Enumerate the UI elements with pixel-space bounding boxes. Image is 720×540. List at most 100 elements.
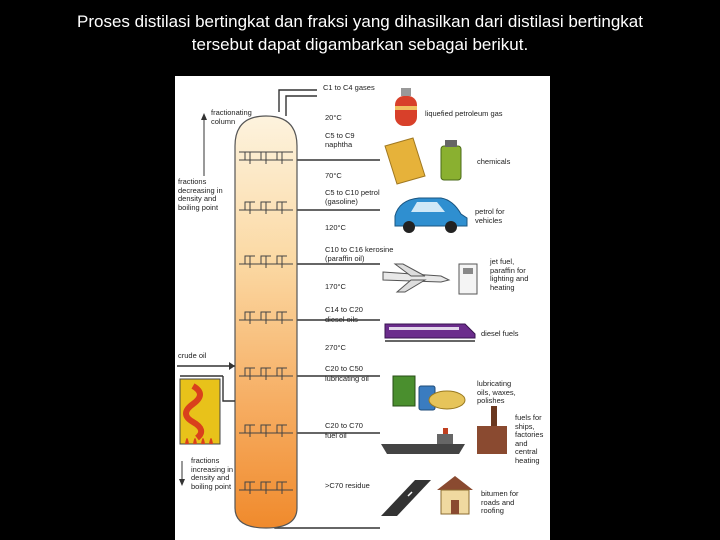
chemical-bag-icon xyxy=(384,137,462,185)
bubble-cap xyxy=(276,311,287,324)
decreasing-label-line: density and xyxy=(178,194,217,203)
bubble-cap xyxy=(276,424,287,437)
column-label: fractionating column xyxy=(211,108,252,126)
flame-icon xyxy=(185,438,213,444)
fraction-carbons: C20 to C70 xyxy=(325,421,363,430)
car-icon xyxy=(394,197,468,233)
fraction-carbons: C20 to C50 xyxy=(325,364,363,373)
product-label-line: ships, xyxy=(515,421,535,431)
product-label-line: paraffin for xyxy=(490,265,526,275)
fraction-carbons: C5 to C9 xyxy=(325,131,355,140)
bubble-cap xyxy=(260,424,271,437)
product-label-line: roads and xyxy=(481,497,515,507)
product-label-line: roofing xyxy=(481,506,504,515)
bubble-cap xyxy=(276,367,287,380)
bubble-cap xyxy=(244,311,255,324)
down-arrow-icon xyxy=(179,461,185,486)
product-label-line: heating xyxy=(515,455,540,465)
product-label: diesel fuels xyxy=(481,329,519,338)
product-label: chemicals xyxy=(477,157,511,166)
fraction-name: diesel oils xyxy=(325,315,358,324)
product-label-line: petrol for xyxy=(475,207,505,216)
product-label-line: jet fuel, xyxy=(490,257,515,266)
gas-cylinder-icon xyxy=(395,88,417,126)
decreasing-label-line: fractions xyxy=(178,177,207,186)
heading-line-1: Proses distilasi bertingkat dan fraksi y… xyxy=(76,12,643,31)
product-label-line: lighting and xyxy=(490,274,529,283)
bubble-cap xyxy=(276,151,287,164)
product-label-line: heating xyxy=(490,282,515,292)
fraction-name: naphtha xyxy=(325,140,353,149)
product-label-line: polishes xyxy=(477,396,505,405)
product-label-line: bitumen for xyxy=(481,489,519,498)
bubble-cap xyxy=(276,481,287,494)
product-label: fuels for ships, factories and central h… xyxy=(515,413,544,465)
bubble-cap xyxy=(260,151,271,164)
heading-line-2: tersebut dapat digambarkan sebagai berik… xyxy=(191,35,529,54)
bubble-cap xyxy=(244,151,255,164)
increasing-label: fractions increasing in density and boil… xyxy=(191,456,234,491)
product-label: lubricating oils, waxes, polishes xyxy=(477,379,516,406)
bubble-cap-trays xyxy=(239,151,293,494)
up-arrow-icon xyxy=(201,113,207,176)
bubble-cap xyxy=(244,201,255,214)
increasing-label-line: increasing in xyxy=(191,464,234,474)
decreasing-label: fractions decreasing in density and boil… xyxy=(178,177,223,212)
fraction-carbons: C14 to C20 xyxy=(325,305,363,314)
decreasing-label-line: boiling point xyxy=(178,202,219,212)
bubble-cap xyxy=(260,255,271,268)
product-label-line: central xyxy=(515,447,538,456)
bubble-cap xyxy=(260,367,271,380)
crude-oil-label: crude oil xyxy=(178,351,207,360)
fraction-carbons: C5 to C10 petrol xyxy=(325,188,380,197)
fraction-name: (paraffin oil) xyxy=(325,254,365,263)
bubble-cap xyxy=(244,481,255,494)
bubble-cap xyxy=(260,311,271,324)
column-label-line: column xyxy=(211,116,236,126)
fraction-temp: 120°C xyxy=(325,223,346,232)
fraction-temp: 20°C xyxy=(325,113,342,122)
increasing-label-line: fractions xyxy=(191,456,220,465)
factory-icon xyxy=(477,406,507,454)
bubble-cap xyxy=(260,481,271,494)
product-label-line: and xyxy=(515,438,528,448)
product-label: bitumen for roads and roofing xyxy=(481,489,519,516)
train-icon xyxy=(384,323,476,342)
product-label-line: vehicles xyxy=(475,215,503,225)
heater-icon xyxy=(458,263,478,295)
fraction-carbons: >C70 residue xyxy=(325,481,370,490)
increasing-label-line: boiling point xyxy=(191,481,232,491)
slide-heading: Proses distilasi bertingkat dan fraksi y… xyxy=(0,10,720,56)
fraction-name: lubricating oil xyxy=(325,374,369,383)
ship-icon xyxy=(381,428,465,454)
bubble-cap xyxy=(244,255,255,268)
product-label: jet fuel, paraffin for lighting and heat… xyxy=(490,257,529,292)
jet-plane-icon xyxy=(382,263,451,293)
crude-oil-inlet xyxy=(177,362,235,402)
oil-can-icon xyxy=(392,375,466,411)
fraction-temp: 270°C xyxy=(325,343,346,352)
bubble-cap xyxy=(244,367,255,380)
product-label-line: lubricating xyxy=(477,379,512,388)
diagram-drawing xyxy=(177,88,507,529)
fraction-name: (gasoline) xyxy=(325,197,358,206)
bubble-cap xyxy=(244,424,255,437)
product-label-line: oils, waxes, xyxy=(477,387,516,397)
fraction-name: fuel oil xyxy=(325,431,347,440)
product-label-line: fuels for xyxy=(515,413,542,422)
furnace xyxy=(179,378,221,445)
fraction-temp: 170°C xyxy=(325,282,346,291)
distillation-diagram: fractionating column fractions decreasin… xyxy=(175,76,550,540)
fraction-carbons: C1 to C4 gases xyxy=(323,83,375,92)
road-icon xyxy=(381,480,431,516)
increasing-label-line: density and xyxy=(191,473,230,482)
fraction-temp: 70°C xyxy=(325,171,342,180)
decreasing-label-line: decreasing in xyxy=(178,185,223,195)
column-label-line: fractionating xyxy=(211,108,252,117)
bubble-cap xyxy=(276,201,287,214)
bubble-cap xyxy=(276,255,287,268)
fraction-carbons: C10 to C16 kerosine xyxy=(325,245,394,254)
product-label: liquefied petroleum gas xyxy=(425,109,503,118)
bubble-cap xyxy=(260,201,271,214)
product-label-line: factories xyxy=(515,430,544,439)
